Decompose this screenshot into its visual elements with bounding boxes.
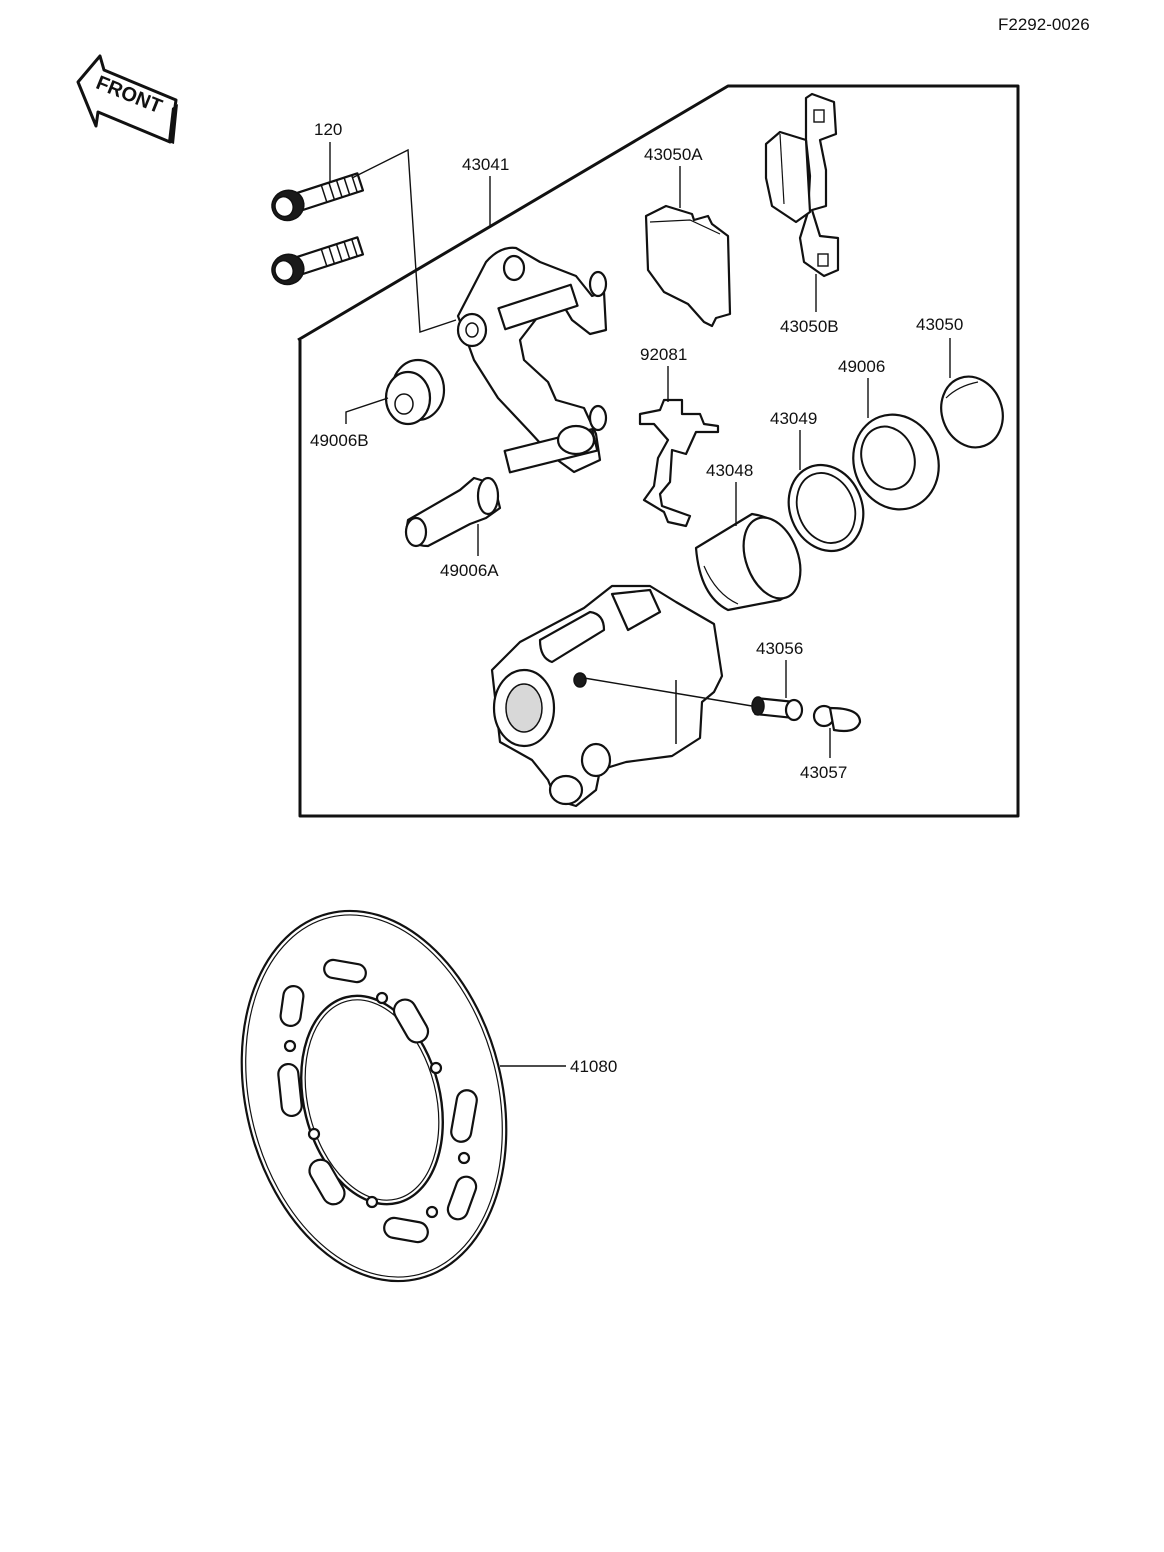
part-label-92081: 92081 <box>640 345 687 364</box>
part-label-43048: 43048 <box>706 461 753 480</box>
piston-seal-icon <box>787 463 865 553</box>
brake-pad-a-icon <box>644 204 732 328</box>
bleed-valve-icon <box>751 696 804 722</box>
part-label-43049: 43049 <box>770 409 817 428</box>
piston-boot-icon <box>940 375 1004 449</box>
part-label-49006B: 49006B <box>310 431 369 450</box>
part-label-120: 120 <box>314 120 342 139</box>
part-label-43041: 43041 <box>462 155 509 174</box>
caliper-body-icon <box>490 584 724 808</box>
part-label-43050: 43050 <box>916 315 963 334</box>
pad-spring-icon <box>638 398 720 528</box>
part-label-43050A: 43050A <box>644 145 703 164</box>
brake-pad-b-icon <box>764 92 840 278</box>
dust-seal-icon <box>852 413 940 511</box>
part-label-41080: 41080 <box>570 1057 617 1076</box>
part-label-43050B: 43050B <box>780 317 839 336</box>
part-label-43056: 43056 <box>756 639 803 658</box>
front-arrow-icon: FRONT <box>76 54 178 144</box>
drawing-code: F2292-0026 <box>998 15 1090 34</box>
part-label-43057: 43057 <box>800 763 847 782</box>
brake-disc-icon <box>240 909 508 1283</box>
caliper-bracket-icon <box>456 246 608 474</box>
boot-a-icon <box>404 476 502 548</box>
bleed-cap-icon <box>812 704 862 733</box>
bolt-icon <box>271 172 365 286</box>
part-label-49006: 49006 <box>838 357 885 376</box>
part-label-49006A: 49006A <box>440 561 499 580</box>
piston-icon <box>694 512 802 612</box>
caliper-assembly-frame <box>297 84 1020 818</box>
boot-b-icon <box>384 358 446 426</box>
